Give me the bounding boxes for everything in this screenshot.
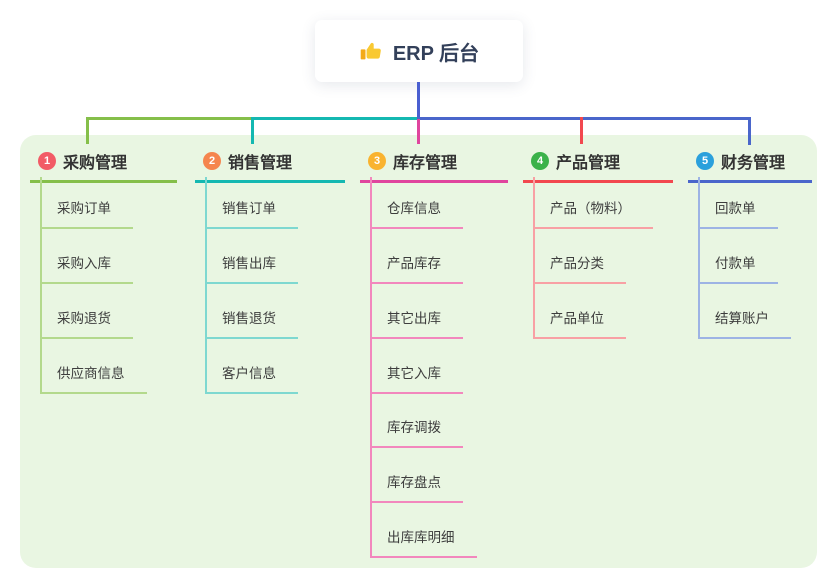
child-label: 产品分类 <box>550 255 604 271</box>
connector-drop-purchase <box>86 117 89 144</box>
child-node[interactable]: 销售出库 <box>205 229 298 284</box>
branch-spine <box>205 177 207 394</box>
child-label: 供应商信息 <box>57 365 125 381</box>
child-label: 仓库信息 <box>387 201 441 217</box>
root-title: ERP 后台 <box>392 42 480 65</box>
branch-spine <box>698 177 700 339</box>
branch-title-label: 采购管理 <box>63 155 128 172</box>
thumbs-up-icon <box>359 39 383 63</box>
child-node[interactable]: 产品分类 <box>533 229 626 284</box>
child-label: 产品（物料） <box>550 201 631 217</box>
branch-title-label: 财务管理 <box>721 155 786 172</box>
child-node[interactable]: 库存盘点 <box>370 448 463 504</box>
child-node[interactable]: 销售订单 <box>205 174 298 230</box>
child-label: 销售订单 <box>222 201 276 217</box>
branch-title-inventory[interactable]: 3 库存管理 <box>360 147 508 183</box>
branch-title-label: 库存管理 <box>393 155 458 172</box>
child-label: 库存盘点 <box>387 475 441 491</box>
branch-index-badge: 2 <box>203 152 221 170</box>
child-label: 采购入库 <box>57 255 111 271</box>
branch-title-label: 产品管理 <box>556 155 621 172</box>
child-node[interactable]: 产品单位 <box>533 284 626 339</box>
child-label: 库存调拨 <box>387 420 441 436</box>
branch-spine <box>533 177 535 339</box>
child-node[interactable]: 其它入库 <box>370 339 463 394</box>
child-node[interactable]: 付款单 <box>698 229 778 284</box>
connector-drop-product <box>580 117 583 144</box>
branch-index-badge: 4 <box>531 152 549 170</box>
branch-title-finance[interactable]: 5 财务管理 <box>688 147 812 183</box>
connector-bus-blue <box>417 117 751 120</box>
branch-spine <box>40 177 42 394</box>
child-node[interactable]: 仓库信息 <box>370 174 463 230</box>
child-label: 销售退货 <box>222 310 276 326</box>
branch-title-purchase[interactable]: 1 采购管理 <box>30 147 177 183</box>
connector-drop-finance <box>748 117 751 145</box>
branch-index-badge: 3 <box>368 152 386 170</box>
connector-root-stem <box>417 82 420 118</box>
branch-title-label: 销售管理 <box>228 155 293 172</box>
child-label: 结算账户 <box>715 310 769 326</box>
branch-spine <box>370 177 372 558</box>
child-label: 产品单位 <box>550 310 604 326</box>
child-label: 采购订单 <box>57 201 111 217</box>
child-label: 回款单 <box>715 201 756 217</box>
child-label: 产品库存 <box>387 255 441 271</box>
child-node[interactable]: 供应商信息 <box>40 339 147 394</box>
connector-drop-inventory <box>417 119 420 144</box>
child-node[interactable]: 采购入库 <box>40 229 133 284</box>
child-label: 客户信息 <box>222 365 276 381</box>
child-node[interactable]: 其它出库 <box>370 284 463 339</box>
child-node[interactable]: 库存调拨 <box>370 394 463 449</box>
connector-bus-teal <box>252 117 418 120</box>
child-node[interactable]: 采购订单 <box>40 174 133 230</box>
child-node[interactable]: 客户信息 <box>205 339 298 394</box>
child-label: 采购退货 <box>57 310 111 326</box>
child-label: 出库库明细 <box>387 529 455 545</box>
branch-index-badge: 5 <box>696 152 714 170</box>
child-node[interactable]: 产品（物料） <box>533 174 653 230</box>
child-node[interactable]: 结算账户 <box>698 284 791 339</box>
child-label: 其它入库 <box>387 365 441 381</box>
child-node[interactable]: 采购退货 <box>40 284 133 339</box>
child-node[interactable]: 销售退货 <box>205 284 298 339</box>
child-label: 其它出库 <box>387 310 441 326</box>
branch-title-product[interactable]: 4 产品管理 <box>523 147 673 183</box>
child-label: 付款单 <box>715 255 756 271</box>
root-node[interactable]: ERP 后台 <box>315 20 523 82</box>
connector-bus-green <box>86 117 254 120</box>
child-node[interactable]: 产品库存 <box>370 229 463 284</box>
background-panel <box>20 135 817 568</box>
child-node[interactable]: 出库库明细 <box>370 503 477 558</box>
child-node[interactable]: 回款单 <box>698 174 778 230</box>
branch-index-badge: 1 <box>38 152 56 170</box>
child-label: 销售出库 <box>222 255 276 271</box>
connector-drop-sales <box>251 117 254 144</box>
branch-title-sales[interactable]: 2 销售管理 <box>195 147 345 183</box>
